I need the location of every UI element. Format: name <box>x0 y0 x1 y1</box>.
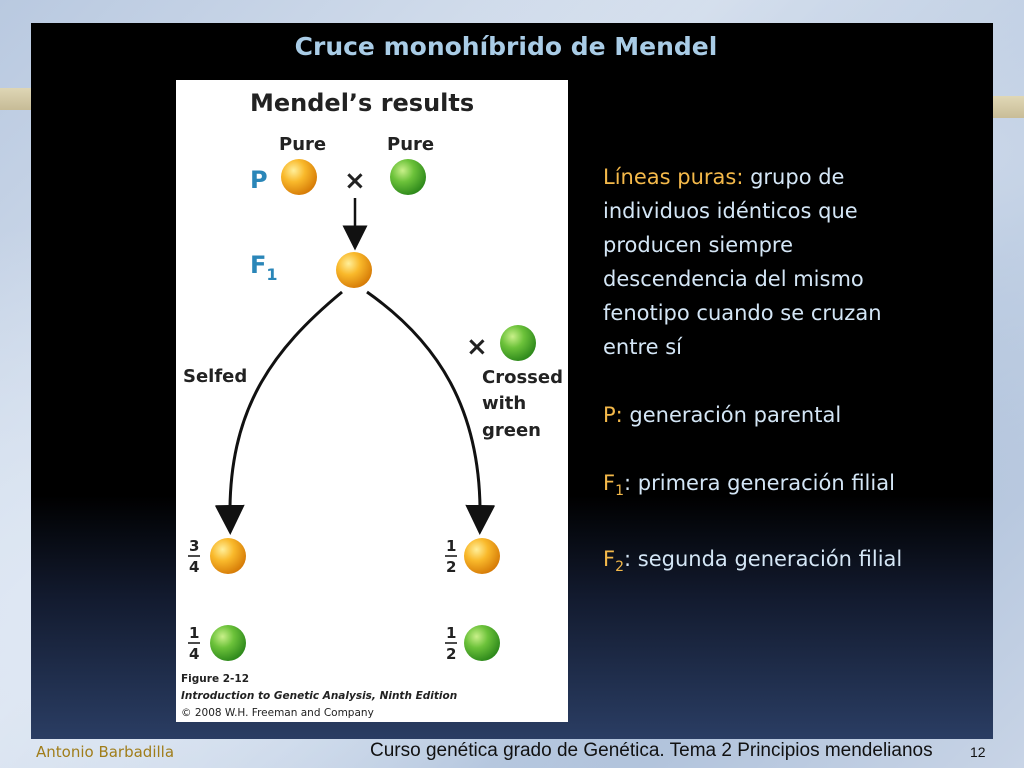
fraction-numerator: 1 <box>446 537 456 555</box>
yellow-pea-icon <box>336 252 372 288</box>
fraction-denominator: 4 <box>189 645 199 663</box>
pure-left-label: Pure <box>279 134 326 155</box>
yellow-pea-icon <box>464 538 500 574</box>
page-number: 12 <box>970 744 986 760</box>
yellow-pea-icon <box>281 159 317 195</box>
yellow-pea-icon <box>210 538 246 574</box>
arrow-crossed <box>366 290 496 535</box>
fraction-denominator: 2 <box>446 645 456 663</box>
selfed-label: Selfed <box>183 366 247 387</box>
cross-symbol: × <box>466 332 488 362</box>
pure-right-label: Pure <box>387 134 434 155</box>
term-f1-subscript: 1 <box>615 483 625 500</box>
def-lineas-puras: grupo de individuos idénticos que produc… <box>603 165 882 359</box>
background-stripe <box>993 96 1024 118</box>
term-lineas-puras: Líneas puras: <box>603 165 744 189</box>
green-pea-icon <box>210 625 246 661</box>
green-pea-icon <box>464 625 500 661</box>
crossed-label-line2: with <box>482 393 526 414</box>
fraction-denominator: 4 <box>189 558 199 576</box>
figure-heading: Mendel’s results <box>250 89 474 117</box>
term-f2-subscript: 2 <box>615 559 625 576</box>
fraction-numerator: 1 <box>189 624 199 642</box>
p-generation-label: P <box>250 166 268 194</box>
figure-caption-copyright: © 2008 W.H. Freeman and Company <box>181 707 374 719</box>
definition-f2: F2: segunda generación filial <box>603 542 933 584</box>
arrow-selfed <box>214 290 343 535</box>
def-p: generación parental <box>622 403 842 427</box>
green-pea-icon <box>390 159 426 195</box>
definition-f1: F1: primera generación filial <box>603 466 933 508</box>
term-p: P: <box>603 403 623 427</box>
def-f2: : segunda generación filial <box>624 547 903 572</box>
green-pea-icon <box>500 325 536 361</box>
footer-course: Curso genética grado de Genética. Tema 2… <box>370 740 933 761</box>
def-f1: : primera generación filial <box>624 471 895 495</box>
definition-lineas-puras: Líneas puras: grupo de individuos idénti… <box>603 160 933 364</box>
crossed-label-line1: Crossed <box>482 367 563 388</box>
term-f1: F <box>603 471 616 495</box>
footer-author: Antonio Barbadilla <box>36 743 175 761</box>
term-f2: F <box>603 547 616 572</box>
figure-caption-number: Figure 2-12 <box>181 673 249 685</box>
fraction-numerator: 3 <box>189 537 199 555</box>
f1-generation-label: F1 <box>250 251 278 284</box>
figure-caption-source: Introduction to Genetic Analysis, Ninth … <box>181 690 457 702</box>
fraction-denominator: 2 <box>446 558 456 576</box>
fraction-numerator: 1 <box>446 624 456 642</box>
mendel-figure: Mendel’s results Pure Pure P × F1 × Self… <box>176 80 568 722</box>
crossed-label-line3: green <box>482 420 541 441</box>
mendel-diagram: Mendel’s results Pure Pure P × F1 × Self… <box>181 89 563 719</box>
slide-title: Cruce monohíbrido de Mendel <box>294 32 718 61</box>
background-stripe <box>0 88 31 110</box>
definitions-text: Líneas puras: grupo de individuos idénti… <box>603 160 933 584</box>
cross-symbol: × <box>344 166 366 196</box>
definition-p: P: generación parental <box>603 398 933 432</box>
